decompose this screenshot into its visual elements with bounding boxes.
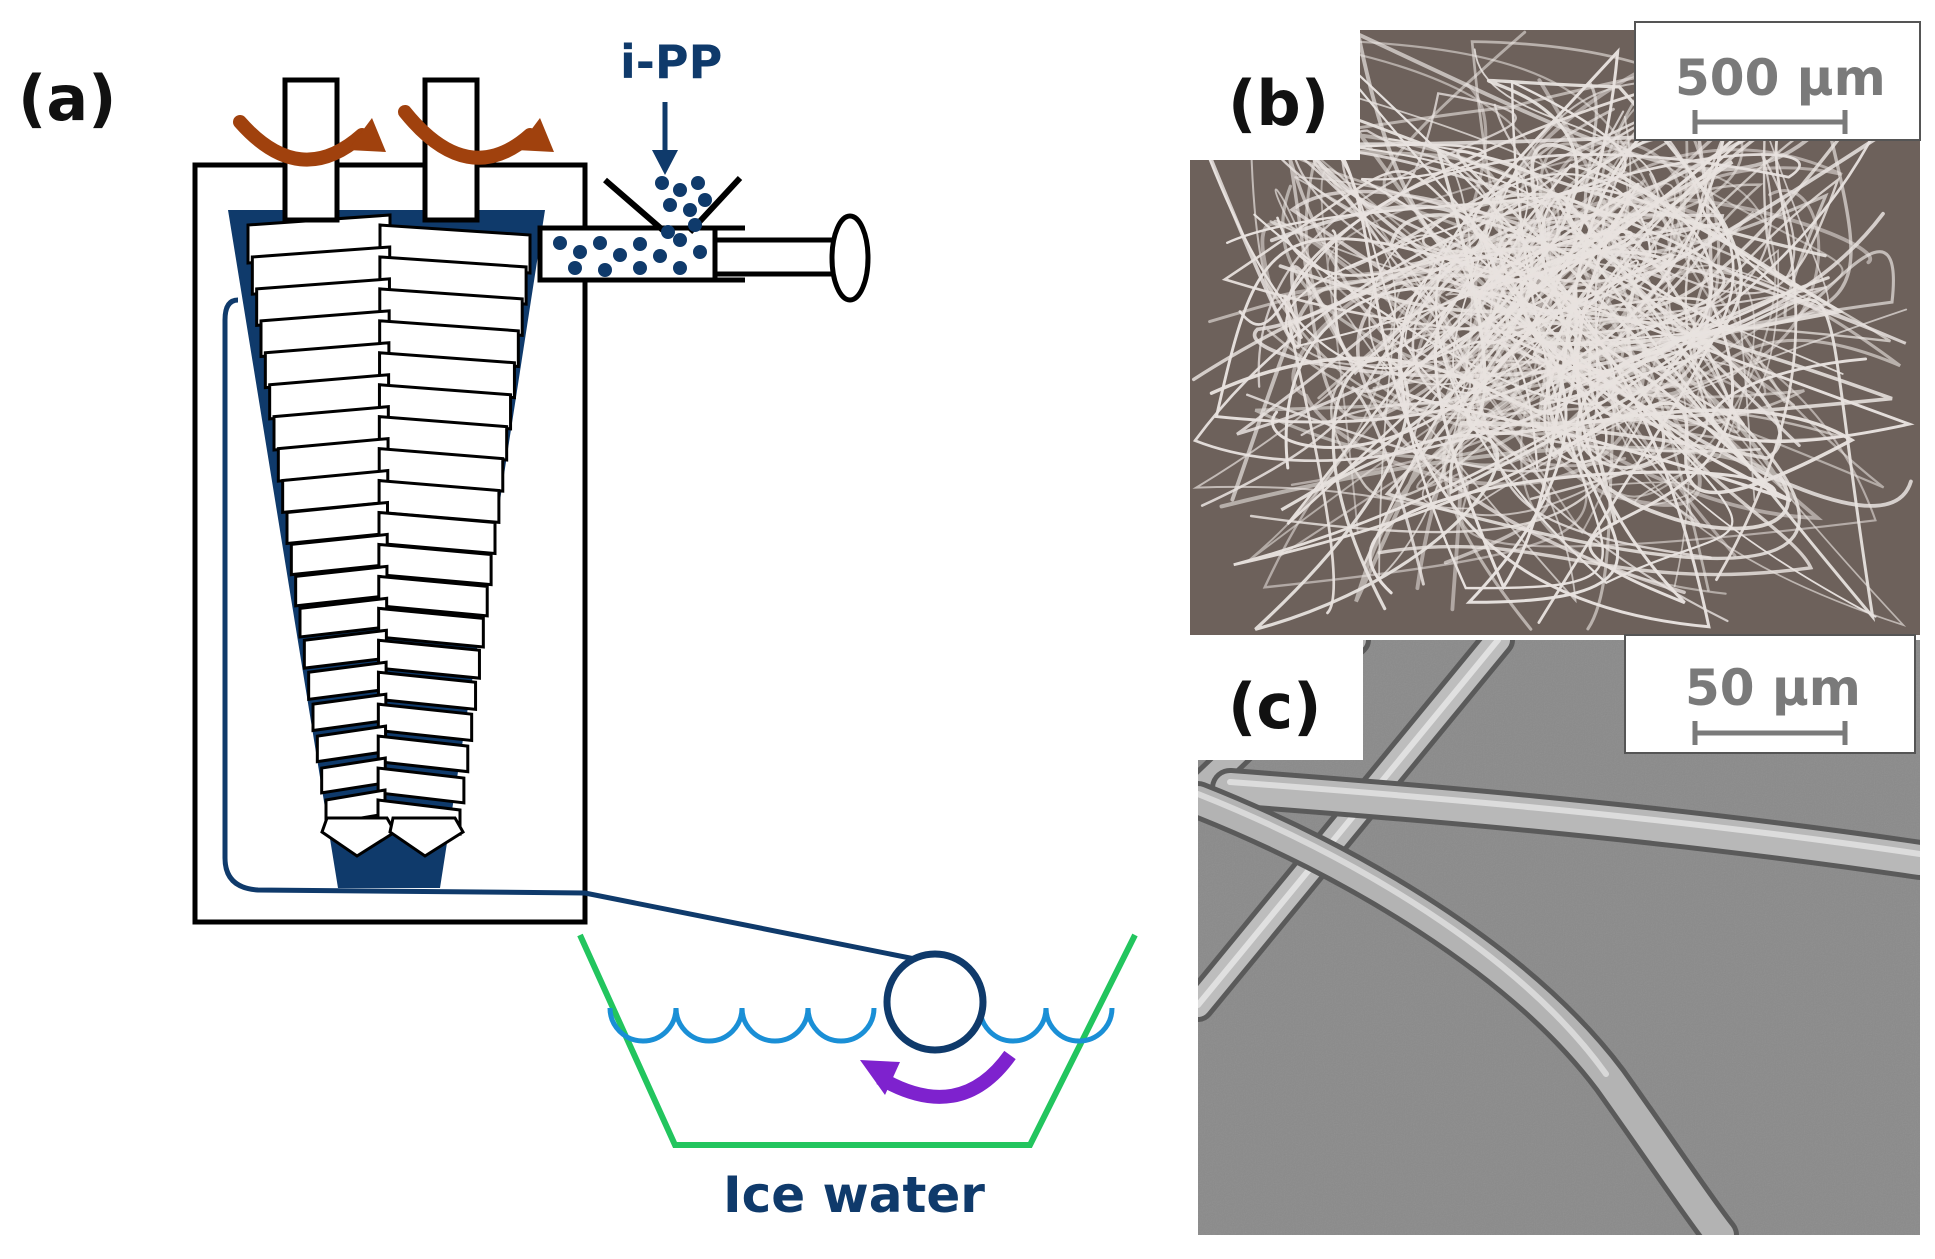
feed-plunger-handle <box>829 213 871 303</box>
feed-arrow <box>652 102 678 175</box>
panel-c-label: (c) <box>1228 670 1321 743</box>
fiber-strand <box>1279 268 1877 557</box>
fiber-strand <box>1230 31 1869 502</box>
feed-label: i-PP <box>620 35 722 89</box>
screw-flight <box>376 670 478 711</box>
panel-c-scale-text: 50 µm <box>1685 659 1861 717</box>
screw-flight <box>377 478 501 524</box>
fiber-strand <box>1260 197 1873 612</box>
screw-tip-right <box>388 816 466 858</box>
panel-b-scale-bar: 500 µm <box>1634 21 1921 141</box>
roller-rotation-arrow <box>860 1050 1016 1104</box>
panel-a-label: (a) <box>18 62 117 135</box>
ice-water-bath <box>577 933 1138 1148</box>
screw-flight <box>377 574 489 618</box>
bath-label: Ice water <box>723 1166 985 1224</box>
fiber-strand <box>1456 149 1830 472</box>
screw-flight <box>377 606 485 649</box>
screw-flight <box>376 766 466 805</box>
fiber-strand <box>1437 78 1743 495</box>
filament-path <box>222 297 961 971</box>
water-surface <box>607 1007 1115 1044</box>
screw-tip-left <box>320 816 398 858</box>
screw-flight <box>377 510 497 556</box>
rotation-arrow-right <box>398 105 554 165</box>
fiber-strand <box>1478 191 1735 605</box>
fiber-strand <box>1505 142 1845 531</box>
screw-flight <box>376 702 474 743</box>
guide-roller <box>883 950 987 1054</box>
screw-shaft-left <box>282 77 340 223</box>
fiber-strand <box>1290 103 1796 437</box>
panel-c-label-box <box>1198 640 1363 760</box>
panel-b-label-box <box>1190 30 1360 160</box>
extruder-casing <box>192 162 588 925</box>
fiber-strand <box>1200 69 1761 507</box>
screw-flight <box>377 638 481 680</box>
fiber-strand <box>1222 68 1876 623</box>
twin-screws <box>246 213 532 836</box>
screw-flight <box>376 734 470 774</box>
fiber-tangle <box>1192 30 1915 631</box>
rotation-arrow-left <box>233 115 386 167</box>
panel-a: (a) <box>18 35 1138 1224</box>
fiber-strand <box>1291 78 1795 487</box>
fiber-strand <box>1192 92 1894 462</box>
screw-flight <box>377 542 493 587</box>
ipp-pellets <box>553 176 712 277</box>
feed-pipe <box>537 213 871 303</box>
panel-b-scale-text: 500 µm <box>1675 49 1886 107</box>
panel-c-scale-bar: 50 µm <box>1624 634 1916 754</box>
panel-b-label: (b) <box>1228 67 1329 140</box>
fiber-strand <box>1283 56 1842 615</box>
